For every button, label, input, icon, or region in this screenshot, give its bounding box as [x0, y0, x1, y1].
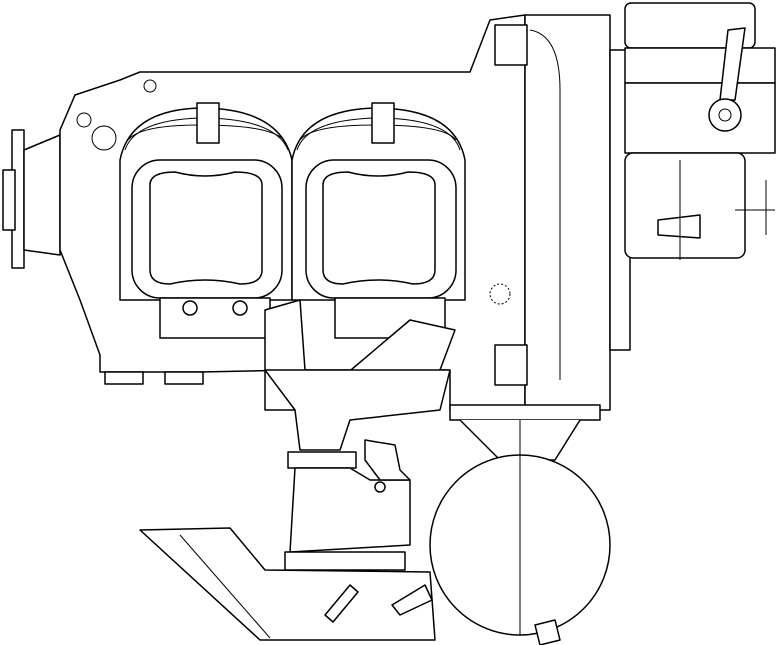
gearbox — [449, 2, 776, 421]
intake-manifold — [264, 299, 456, 571]
cylinder-right — [291, 102, 466, 339]
skid-plate — [139, 527, 436, 641]
cylinder-left — [119, 102, 293, 339]
pulley — [2, 129, 61, 269]
tank — [429, 419, 611, 645]
